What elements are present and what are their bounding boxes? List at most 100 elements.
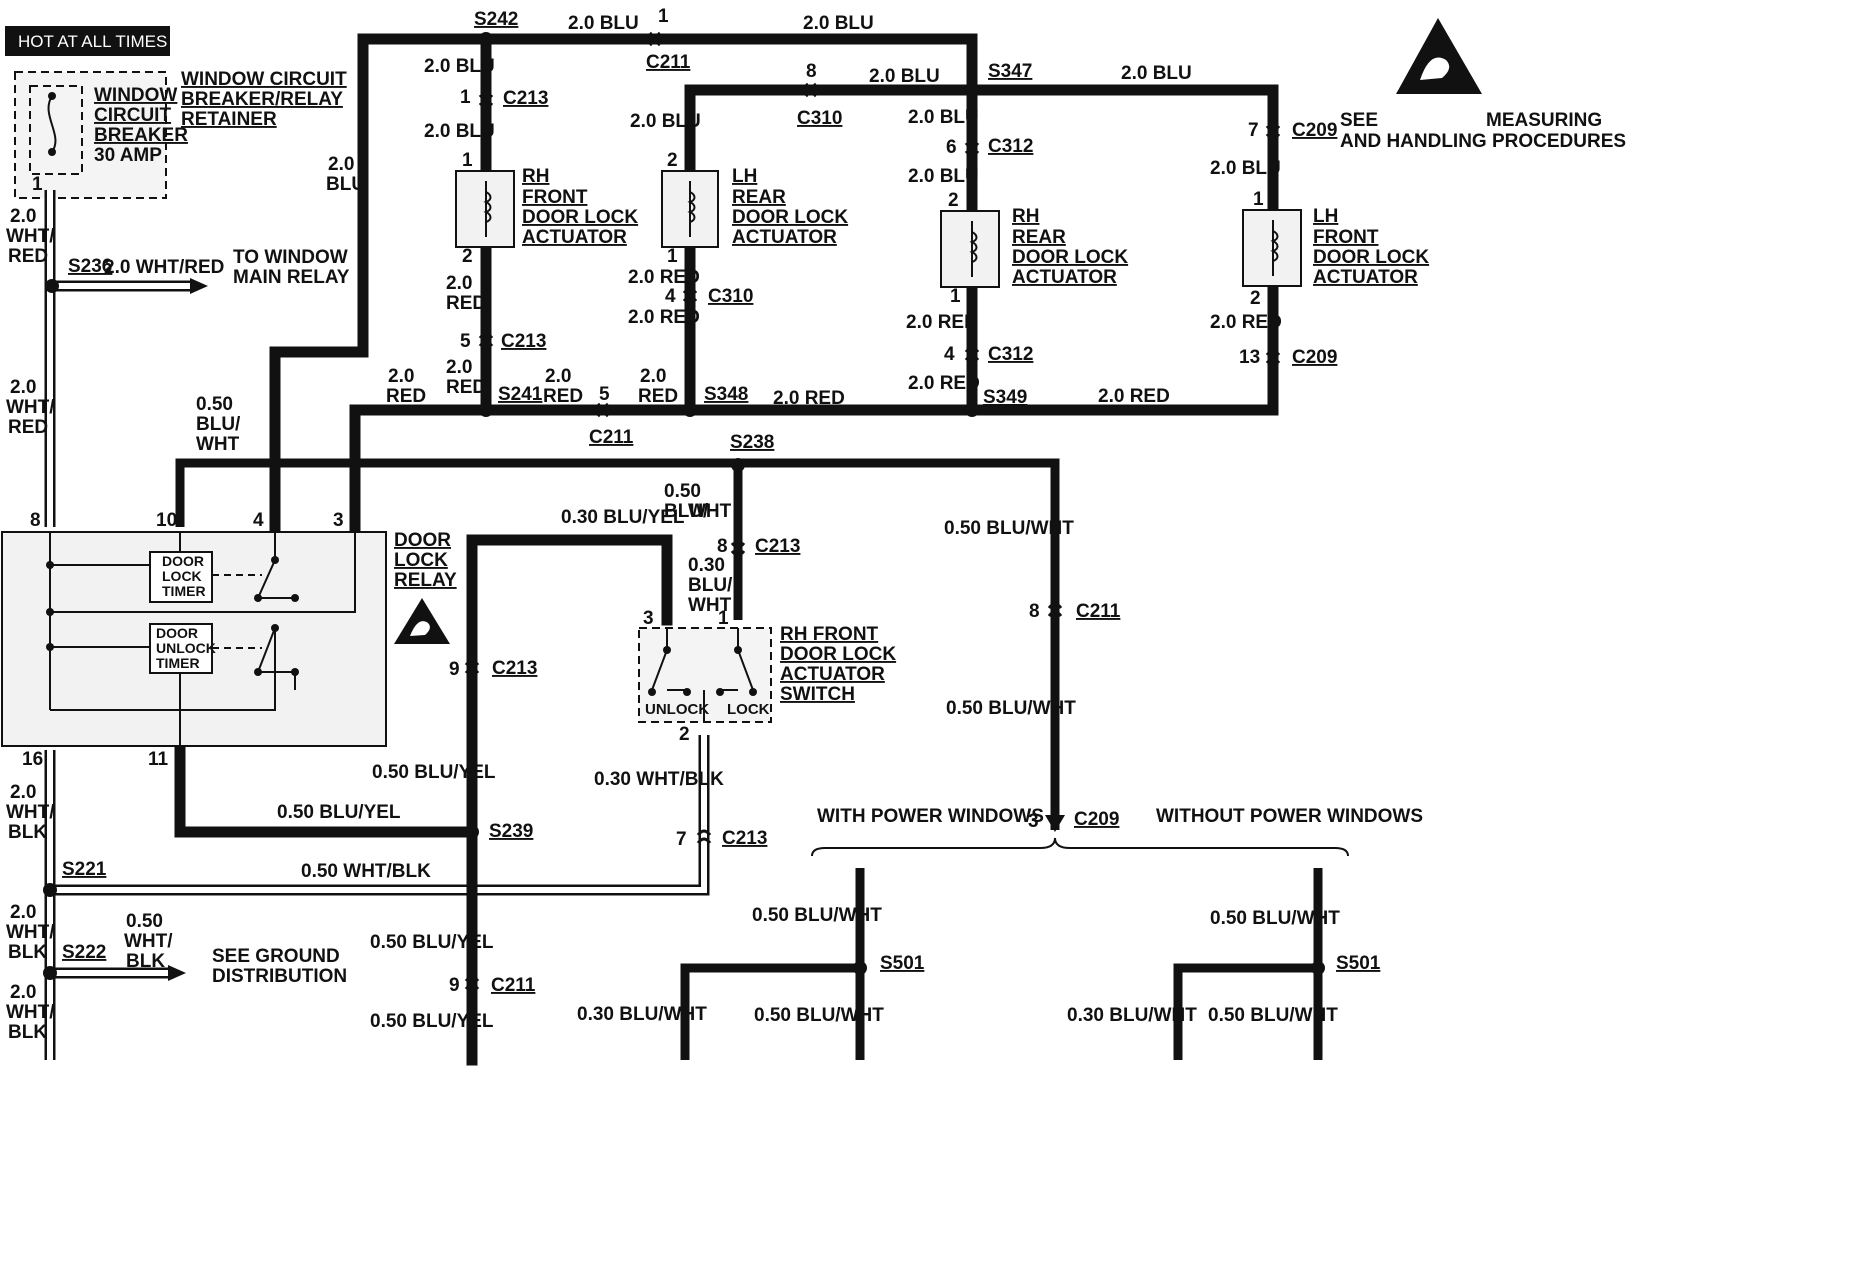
breaker-label-4: 30 AMP [94,145,162,166]
wire-label: 2.0 BLU [1210,158,1281,179]
rh-front-label-1: RH [522,166,549,187]
wire-label: BLK [126,951,165,972]
rh-rear-label-3: DOOR LOCK [1012,247,1128,268]
conn-c310-top: C310 [797,108,842,129]
hot-at-all-times-banner: HOT AT ALL TIMES [5,26,170,56]
measuring-see: SEE [1340,110,1378,131]
conn-c310-mid: C310 [708,286,753,307]
pin-c209-7: 7 [1248,120,1259,141]
wire-label: 2.0 BLU [803,13,874,34]
pin-rhf-1: 1 [462,150,473,171]
conn-c209-top: C209 [1292,120,1337,141]
pin-c213-5: 5 [460,331,471,352]
wire-label: RED [386,386,426,407]
conn-c213-top: C213 [503,88,548,109]
splice-s347: S347 [988,61,1032,82]
wire-label: WHT/ [124,931,173,952]
retainer-label-2: BREAKER/RELAY [181,89,343,110]
wire-label: RED [446,377,486,398]
splice-s241: S241 [498,384,543,405]
wire-label: WHT/ [6,802,55,823]
breaker-label-1: WINDOW [94,85,177,106]
splice-s238: S238 [730,432,774,453]
pin-lhf-1: 1 [1253,189,1264,210]
switch-lock: LOCK [727,701,770,718]
conn-c213-yel: C213 [492,658,537,679]
conn-c209-mid: C209 [1292,347,1337,368]
lh-rear-label-1: LH [732,166,757,187]
lh-front-label-3: DOOR LOCK [1313,247,1429,268]
pin-c211-5: 5 [599,384,610,405]
to-window-label-2: MAIN RELAY [233,267,350,288]
wire-label: WHT/ [6,397,55,418]
pin-c312-4: 4 [944,344,955,365]
breaker-pin-1: 1 [32,174,43,195]
pin-c209-3: 3 [1028,811,1039,832]
rh-front-label-3: DOOR LOCK [522,207,638,228]
wire-label: 0.50 BLU/YEL [277,802,401,823]
wire-label: WHT [688,595,732,616]
rh-front-actuator-switch: UNLOCK LOCK RH FRONT DOOR LOCK ACTUATOR … [638,624,896,723]
splice-labels: S242 S347 S236 S241 S348 S349 S238 S239 … [62,9,1381,974]
wire-label: RED [543,386,583,407]
pin-lhf-2: 2 [1250,288,1261,309]
wire-label: 2.0 RED [773,388,845,409]
lock-timer-label-2: LOCK [162,568,202,584]
wire-label: 0.30 [688,555,725,576]
wire-label: WHT/ [6,1002,55,1023]
wire-label: 2.0 [328,154,354,175]
hot-label: HOT AT ALL TIMES [18,32,167,51]
pin-c209-13: 13 [1239,347,1260,368]
splice-s501-b: S501 [1336,953,1381,974]
switch-unlock: UNLOCK [645,701,709,718]
wire-label: 2.0 [388,366,414,387]
wire-label: 2.0 [10,982,36,1003]
pin-c213-7: 7 [676,829,687,850]
pin-rhf-2: 2 [462,246,473,267]
conn-c312-mid: C312 [988,344,1033,365]
splice-s242: S242 [474,9,518,30]
wire-label: 2.0 [545,366,571,387]
relay-pin-4: 4 [253,510,264,531]
wire-label: 0.50 BLU/YEL [370,932,494,953]
relay-label-2: LOCK [394,550,448,571]
wire-label: 0.50 BLU/YEL [372,762,496,783]
unlock-timer-label-1: DOOR [156,625,198,641]
switch-label-4: SWITCH [780,684,855,705]
wire-label: WHT [196,434,240,455]
wire-label: 2.0 BLU [630,111,701,132]
wire-label: BLU/ [688,575,733,596]
to-window-label-1: TO WINDOW [233,247,348,268]
wire-label: 0.50 [664,481,701,502]
wire-label: 2.0 BLU [908,107,979,128]
lock-timer-label-3: TIMER [162,583,206,599]
wire-label: 0.30 BLU/WHT [577,1004,707,1025]
wire-label: 2.0 [446,357,472,378]
conn-c213-mid: C213 [501,331,546,352]
lh-front-label-2: FRONT [1313,227,1379,248]
unlock-timer-label-3: TIMER [156,655,200,671]
breaker-label-2: CIRCUIT [94,105,171,126]
pin-c211-8: 8 [1029,601,1040,622]
splice-s221: S221 [62,859,107,880]
see-ground-label-2: DISTRIBUTION [212,966,347,987]
lh-rear-label-2: REAR [732,187,786,208]
rh-front-label-2: FRONT [522,187,588,208]
wire-label: RED [446,293,486,314]
wire-label: 2.0 WHT/RED [104,257,224,278]
switch-label-3: ACTUATOR [780,664,885,685]
wht-red-feed [44,190,208,527]
lh-rear-actuator: LH REAR DOOR LOCK ACTUATOR [661,166,848,248]
pin-rhr-1: 1 [950,286,961,307]
wire-label: 0.30 BLU/YEL [561,507,685,528]
pin-c310-4: 4 [665,286,676,307]
wire-label: 2.0 BLU [424,56,495,77]
wire-label: 2.0 [640,366,666,387]
pin-lhr-2: 2 [667,150,678,171]
wire-label: 0.50 BLU/WHT [1210,908,1340,929]
wire-label: BLU/ [664,501,709,522]
without-power-windows: WITHOUT POWER WINDOWS [1156,806,1423,827]
power-window-options-bracket [811,837,1349,857]
wire-label: 2.0 [10,902,36,923]
relay-pin-10: 10 [156,510,177,531]
